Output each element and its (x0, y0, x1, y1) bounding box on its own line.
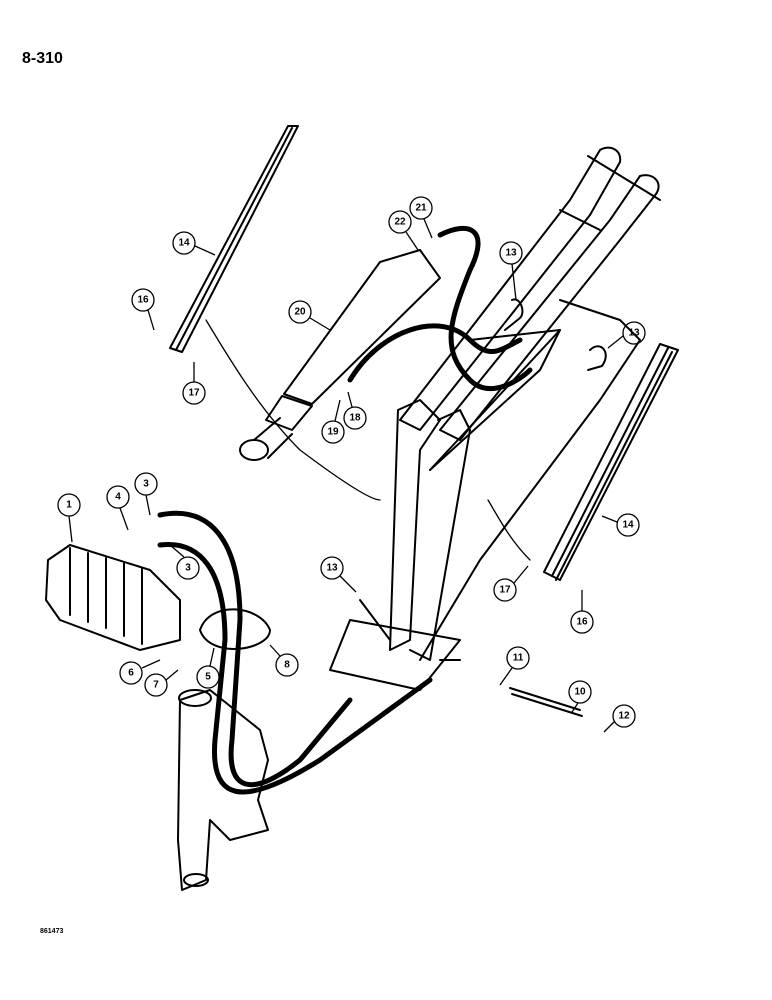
callout-13-lower: 13 (320, 556, 357, 593)
svg-text:20: 20 (294, 307, 306, 318)
link-rod (509, 687, 583, 717)
callout-16-right: 16 (570, 590, 594, 634)
svg-text:14: 14 (178, 238, 190, 249)
callout-12: 12 (603, 704, 636, 733)
svg-text:17: 17 (188, 388, 200, 399)
callout-18: 18 (343, 391, 367, 430)
svg-text:4: 4 (115, 492, 121, 503)
callout-17-upper: 17 (182, 362, 206, 405)
svg-text:11: 11 (513, 653, 524, 664)
svg-text:22: 22 (394, 217, 406, 228)
svg-text:17: 17 (499, 585, 511, 596)
svg-text:8: 8 (284, 660, 290, 671)
callout-14-upper: 14 (172, 231, 216, 256)
svg-text:12: 12 (618, 711, 630, 722)
callout-8: 8 (269, 644, 299, 677)
leader-curves (205, 319, 531, 561)
callout-16-upper: 16 (131, 288, 155, 331)
callout-3-upper: 3 (134, 472, 158, 516)
callout-11: 11 (499, 646, 530, 686)
svg-text:3: 3 (143, 479, 149, 490)
callout-14-right: 14 (601, 513, 640, 537)
hose-upper-1 (437, 225, 533, 392)
page-number: 8-310 (22, 50, 63, 67)
callout-17-right: 17 (493, 565, 529, 602)
svg-text:21: 21 (415, 203, 427, 214)
callout-6: 6 (119, 659, 161, 685)
wear-strip-upper-left (169, 125, 299, 353)
callout-21: 21 (409, 196, 433, 239)
callout-10: 10 (568, 680, 592, 713)
control-valve-bank (45, 544, 181, 651)
boom-frame (329, 146, 661, 691)
svg-text:3: 3 (185, 563, 191, 574)
callout-22: 22 (388, 210, 419, 251)
svg-text:16: 16 (137, 295, 149, 306)
hose-valve-1 (157, 510, 353, 788)
callout-13-right: 13 (607, 321, 646, 349)
svg-text:13: 13 (326, 563, 338, 574)
svg-text:1: 1 (66, 500, 72, 511)
callout-19: 19 (321, 399, 345, 444)
swing-tower (177, 689, 269, 891)
callout-4: 4 (106, 485, 130, 531)
svg-text:5: 5 (205, 672, 211, 683)
callout-1: 1 (57, 493, 81, 543)
callout-7: 7 (144, 669, 179, 697)
callout-20: 20 (288, 300, 331, 331)
pilot-line (199, 608, 271, 650)
hose-upper-2 (347, 323, 523, 383)
callout-5: 5 (196, 647, 220, 689)
svg-text:13: 13 (505, 248, 517, 259)
svg-text:19: 19 (327, 427, 339, 438)
svg-text:16: 16 (576, 617, 588, 628)
svg-text:10: 10 (574, 687, 586, 698)
svg-text:18: 18 (349, 413, 361, 424)
callout-13-upper: 13 (499, 241, 523, 301)
hose-valve-2 (157, 541, 433, 795)
wear-strip-right (543, 343, 679, 581)
u-bolt-upper (504, 298, 524, 331)
svg-text:7: 7 (153, 680, 159, 691)
figure-id: 861473 (40, 928, 64, 935)
callout-3-lower: 3 (169, 544, 200, 580)
svg-text:6: 6 (128, 668, 134, 679)
svg-text:13: 13 (628, 328, 640, 339)
boom-cylinder (239, 249, 441, 461)
u-bolt-right (587, 345, 607, 371)
svg-text:14: 14 (622, 520, 634, 531)
